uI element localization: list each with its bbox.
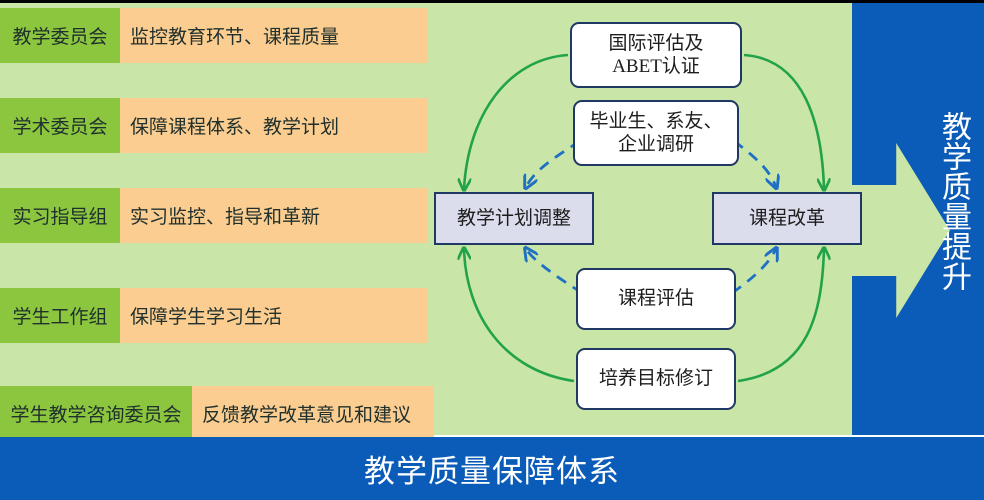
committee-tag: 学生工作组	[0, 288, 120, 343]
bottom-banner-title: 教学质量保障体系	[0, 437, 984, 500]
dashed-eval-to-plan	[526, 249, 583, 295]
committee-row[interactable]: 实习指导组 实习监控、指导和革新	[0, 188, 428, 243]
diagram-body: 教学质量提升 教学委员会 监控教育环节、课程质量 学术委员会 保障课程体系、教学…	[0, 3, 984, 441]
dashed-survey-to-plan	[526, 139, 581, 187]
node-survey-line2: 企业调研	[617, 134, 694, 155]
node-training-goal-revision[interactable]: 培养目标修订	[576, 348, 736, 410]
committee-description: 监控教育环节、课程质量	[120, 8, 428, 63]
node-curriculum-reform[interactable]: 课程改革	[712, 192, 862, 245]
committee-tag: 教学委员会	[0, 8, 120, 63]
committee-row[interactable]: 学生工作组 保障学生学习生活	[0, 288, 428, 343]
node-teaching-plan-adjustment[interactable]: 教学计划调整	[434, 192, 594, 245]
node-abet-line2: ABET认证	[612, 56, 700, 77]
node-course-evaluation[interactable]: 课程评估	[576, 268, 736, 330]
committee-row[interactable]: 学生教学咨询委员会 反馈教学改革意见和建议	[0, 386, 434, 441]
cycle-connectors	[430, 53, 852, 383]
node-abet-line1: 国际评估及	[608, 32, 704, 54]
arc-goal-to-plan	[464, 249, 575, 383]
committee-description: 反馈教学改革意见和建议	[192, 386, 434, 441]
dashed-eval-to-reform	[731, 249, 776, 295]
committee-tag: 学术委员会	[0, 98, 120, 153]
quality-improvement-label: 教学质量提升	[937, 111, 970, 291]
node-survey-line1: 毕业生、系友、	[589, 110, 723, 132]
arc-abet-to-plan	[464, 53, 569, 189]
arc-abet-to-reform	[743, 53, 824, 189]
committee-tag: 学生教学咨询委员会	[0, 386, 192, 441]
arc-goal-to-reform	[737, 249, 824, 383]
committee-description: 保障学生学习生活	[120, 288, 428, 343]
committee-description: 保障课程体系、教学计划	[120, 98, 428, 153]
dashed-survey-to-reform	[733, 139, 776, 187]
committee-row[interactable]: 学术委员会 保障课程体系、教学计划	[0, 98, 428, 153]
feedback-cycle-diagram: 国际评估及 ABET认证 毕业生、系友、 企业调研 课程评估 培养目标修订 教学…	[430, 3, 862, 435]
committee-row[interactable]: 教学委员会 监控教育环节、课程质量	[0, 8, 428, 63]
committee-description: 实习监控、指导和革新	[120, 188, 428, 243]
node-international-evaluation-abet[interactable]: 国际评估及 ABET认证	[570, 22, 742, 88]
node-graduate-alumni-enterprise-survey[interactable]: 毕业生、系友、 企业调研	[573, 100, 739, 166]
committee-tag: 实习指导组	[0, 188, 120, 243]
